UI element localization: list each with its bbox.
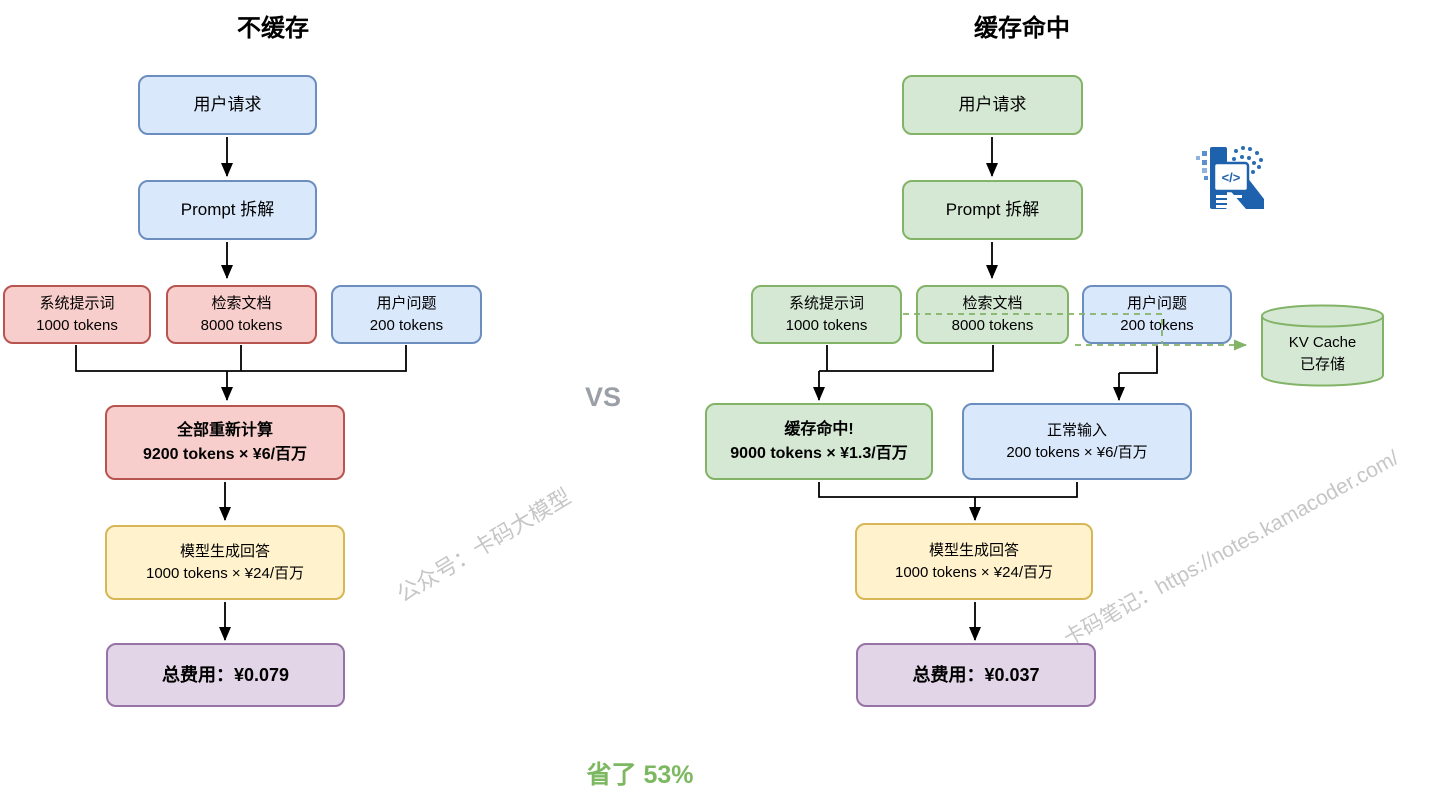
node-right-retrieved-docs: 检索文档 8000 tokens bbox=[916, 285, 1069, 344]
node-label: 1000 tokens × ¥24/百万 bbox=[894, 563, 1054, 581]
node-left-total-cost: 总费用：¥0.079 bbox=[106, 643, 345, 707]
logo-code-icon: </> bbox=[1222, 170, 1241, 185]
node-right-generate: 模型生成回答 1000 tokens × ¥24/百万 bbox=[855, 523, 1093, 600]
node-label: 全部重新计算 bbox=[176, 422, 273, 440]
column-title-cache-hit: 缓存命中 bbox=[974, 15, 1070, 42]
node-label: 系统提示词 bbox=[39, 294, 115, 312]
node-label: 1000 tokens bbox=[36, 316, 118, 334]
node-label: 1000 tokens × ¥24/百万 bbox=[145, 564, 305, 582]
node-right-total-cost: 总费用：¥0.037 bbox=[856, 643, 1096, 707]
node-label: KV Cache bbox=[1288, 334, 1357, 351]
kamacoder-logo: </> bbox=[1196, 146, 1264, 209]
node-left-user-question: 用户问题 200 tokens bbox=[331, 285, 482, 344]
node-label: 8000 tokens bbox=[951, 316, 1034, 334]
watermark-left: 公众号：卡码大模型 bbox=[392, 483, 576, 607]
node-right-prompt-split: Prompt 拆解 bbox=[902, 180, 1083, 240]
node-left-user-request: 用户请求 bbox=[138, 75, 317, 135]
node-right-system-prompt: 系统提示词 1000 tokens bbox=[751, 285, 902, 344]
node-left-prompt-split: Prompt 拆解 bbox=[138, 180, 317, 240]
node-label: 8000 tokens bbox=[200, 316, 283, 334]
vs-label: VS bbox=[584, 382, 622, 412]
node-label: 模型生成回答 bbox=[179, 542, 270, 560]
node-label: 总费用：¥0.037 bbox=[912, 664, 1040, 685]
node-label: 1000 tokens bbox=[785, 316, 868, 334]
column-title-no-cache: 不缓存 bbox=[237, 15, 309, 42]
savings-label: 省了 53% bbox=[586, 761, 694, 789]
node-label: 检索文档 bbox=[962, 294, 1023, 312]
node-label: 系统提示词 bbox=[788, 294, 864, 312]
node-label: 9000 tokens × ¥1.3/百万 bbox=[730, 444, 908, 462]
node-label: 200 tokens bbox=[369, 316, 444, 334]
node-label: Prompt 拆解 bbox=[945, 199, 1040, 219]
node-right-user-request: 用户请求 bbox=[902, 75, 1083, 135]
node-label: 用户请求 bbox=[958, 94, 1027, 114]
node-right-normal-input: 正常输入 200 tokens × ¥6/百万 bbox=[962, 403, 1192, 480]
node-label: 200 tokens bbox=[1120, 316, 1194, 334]
node-label: 已存储 bbox=[1299, 355, 1345, 373]
node-label: 正常输入 bbox=[1046, 421, 1107, 439]
node-label: 总费用：¥0.079 bbox=[161, 664, 290, 685]
node-label: 9200 tokens × ¥6/百万 bbox=[142, 445, 308, 463]
node-label: 缓存命中! bbox=[784, 421, 854, 439]
node-left-retrieved-docs: 检索文档 8000 tokens bbox=[166, 285, 317, 344]
node-right-user-question: 用户问题 200 tokens bbox=[1082, 285, 1232, 344]
node-label: 模型生成回答 bbox=[928, 541, 1019, 559]
node-left-recompute: 全部重新计算 9200 tokens × ¥6/百万 bbox=[105, 405, 345, 480]
node-label: 200 tokens × ¥6/百万 bbox=[1006, 443, 1148, 461]
node-left-generate: 模型生成回答 1000 tokens × ¥24/百万 bbox=[105, 525, 345, 600]
kv-cache-label: KV Cache 已存储 bbox=[1262, 332, 1383, 376]
node-label: 检索文档 bbox=[211, 294, 272, 312]
node-label: 用户问题 bbox=[376, 294, 437, 312]
node-left-system-prompt: 系统提示词 1000 tokens bbox=[3, 285, 151, 344]
node-label: 用户请求 bbox=[193, 94, 262, 114]
node-right-cache-hit: 缓存命中! 9000 tokens × ¥1.3/百万 bbox=[705, 403, 933, 480]
node-label: Prompt 拆解 bbox=[180, 199, 275, 219]
node-label: 用户问题 bbox=[1126, 294, 1187, 312]
